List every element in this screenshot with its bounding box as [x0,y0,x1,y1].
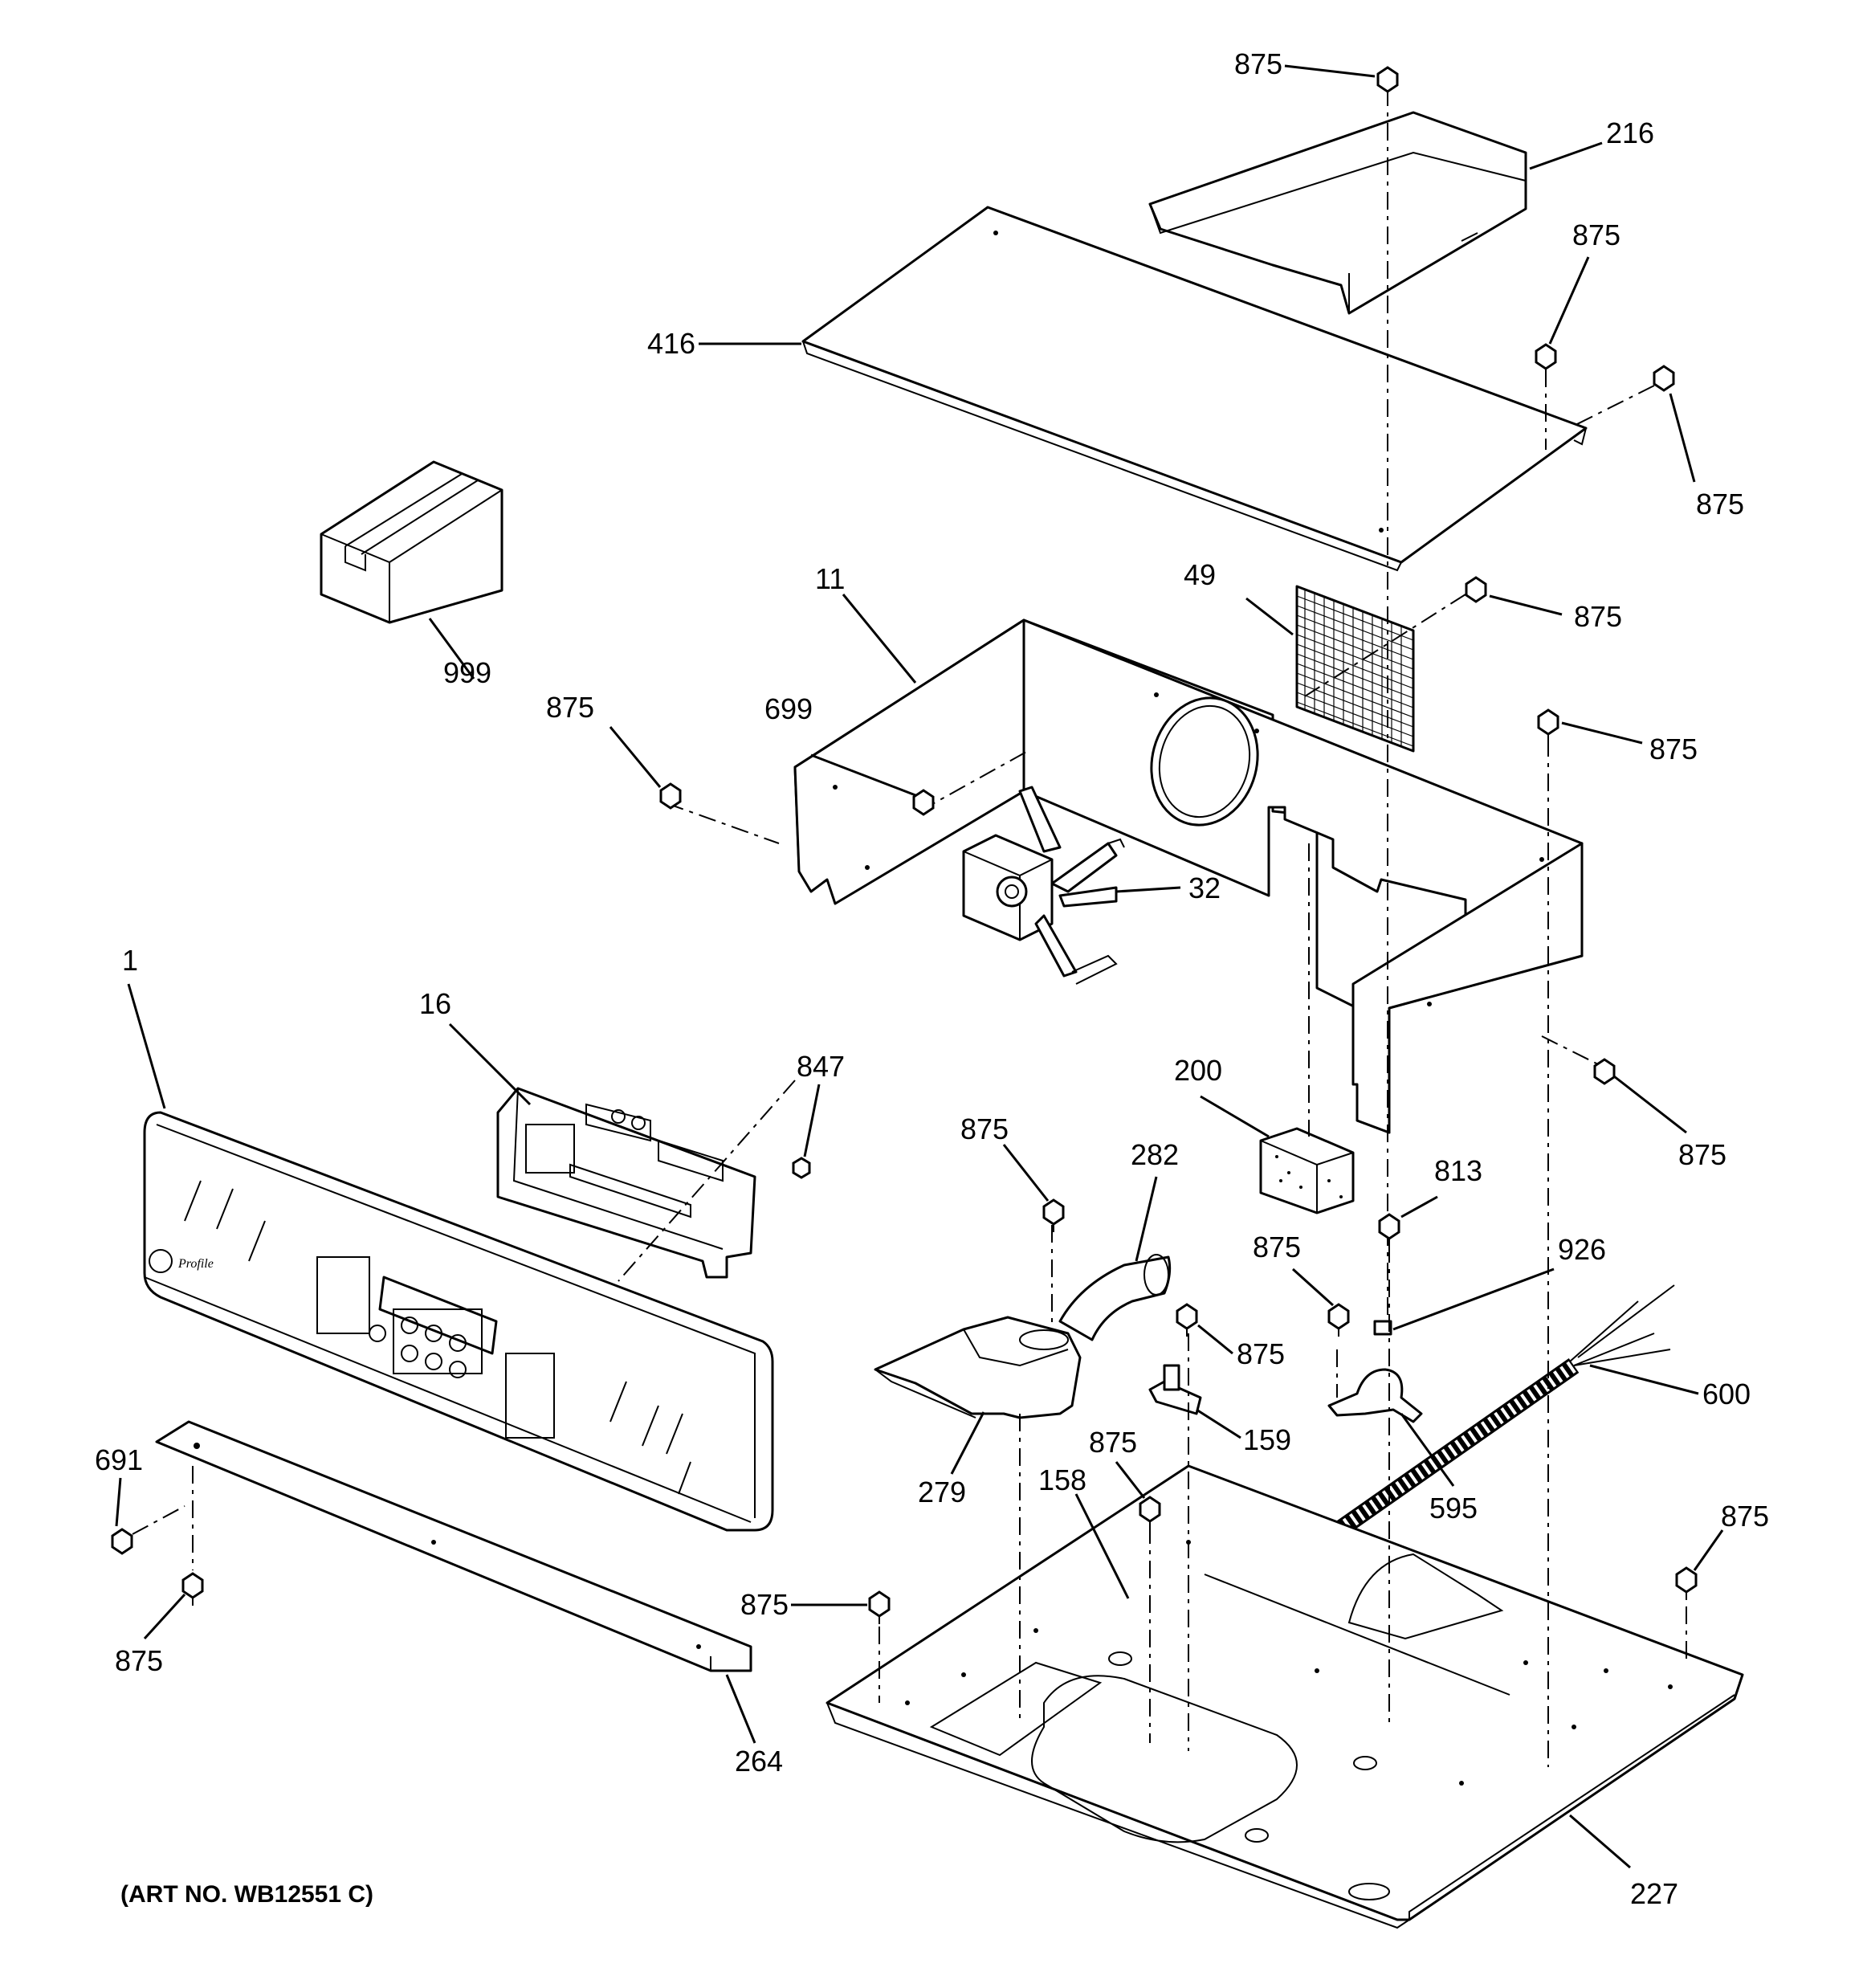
screw-875-duct [1042,1198,1065,1232]
part-595-clamp [1327,1368,1423,1423]
screw-875-housing-lower-right [1593,1058,1616,1085]
callout-200: 200 [1174,1054,1222,1087]
callout-875-right-upper: 875 [1572,218,1620,251]
alignment-lines [132,88,1687,1767]
callout-416: 416 [647,327,695,360]
callout-600: 600 [1702,1378,1751,1410]
screw-691 [111,1528,133,1555]
callout-875-base-right: 875 [1721,1500,1769,1533]
callout-875-mesh: 875 [1574,600,1622,633]
screw-875-bracket-159 [1176,1303,1198,1337]
callout-875-right-side: 875 [1696,488,1744,520]
callout-699: 699 [764,692,813,725]
screw-699 [912,789,935,816]
callout-159: 159 [1243,1423,1291,1456]
callout-875-trim: 875 [115,1644,163,1677]
callout-847: 847 [797,1050,845,1083]
part-16-control-board [496,1087,756,1279]
part-264-trim-strip [155,1420,752,1672]
callout-16: 16 [419,987,451,1020]
part-216-vent-cover [1148,111,1527,315]
callout-875-bracket-159: 875 [1237,1337,1285,1370]
callout-926: 926 [1558,1233,1606,1266]
part-11-housing [793,618,1584,1134]
part-282-duct-elbow [1058,1254,1172,1341]
callout-875-top: 875 [1234,47,1282,80]
screw-847 [792,1157,811,1179]
callout-11: 11 [815,562,845,595]
part-279-duct [874,1316,1082,1419]
screw-875-clamp [1327,1303,1350,1337]
part-200-insulation [1259,1127,1355,1214]
callout-875-housing-right: 875 [1649,733,1698,765]
callout-813: 813 [1434,1154,1482,1187]
leader-lines [115,64,1724,1869]
art-number: (ART NO. WB12551 C) [120,1881,373,1908]
callout-216: 216 [1606,116,1654,149]
callout-279: 279 [918,1476,966,1508]
callout-875-housing-lower-right: 875 [1678,1138,1726,1171]
screw-875-right-side [1653,365,1675,392]
screw-813 [1378,1213,1400,1247]
part-926-clip [1373,1320,1392,1336]
screw-875-bracket-158 [1139,1496,1161,1529]
screws [111,66,1698,1624]
callout-875-housing-left: 875 [546,691,594,724]
part-227-base-pan [826,1464,1744,1929]
callout-999: 999 [443,656,491,689]
part-32-fan-motor [962,786,1125,985]
callout-691: 691 [95,1443,143,1476]
screw-875-top [1376,66,1399,100]
callout-158: 158 [1038,1463,1086,1496]
callout-32: 32 [1188,872,1221,904]
screw-875-right-upper [1535,343,1557,377]
callout-875-clamp: 875 [1253,1231,1301,1263]
screw-875-trim [181,1572,204,1606]
callout-49: 49 [1184,558,1216,591]
part-49-mesh-screen [1295,585,1415,753]
callout-875-bracket-158: 875 [1089,1426,1137,1459]
callout-875-base-left: 875 [740,1588,789,1621]
callout-227: 227 [1630,1877,1678,1910]
callout-264: 264 [735,1745,783,1778]
part-159-bracket [1148,1364,1202,1415]
callout-595: 595 [1429,1492,1478,1525]
screw-875-base-left [868,1590,891,1624]
callout-labels: 875 216 875 416 875 999 11 49 875 875 69… [95,47,1769,1910]
callout-875-duct: 875 [960,1112,1009,1145]
screw-875-housing-right [1537,708,1559,742]
svg-text:Profile: Profile [177,1257,214,1271]
screw-875-mesh [1465,576,1487,603]
screw-875-base-right [1675,1566,1698,1600]
part-416-top-panel [801,206,1588,572]
part-1-control-panel: Profile [143,1111,774,1532]
screw-875-housing-left [659,782,682,810]
part-999-box [320,460,503,624]
callout-1: 1 [122,944,138,977]
callout-282: 282 [1131,1138,1179,1171]
